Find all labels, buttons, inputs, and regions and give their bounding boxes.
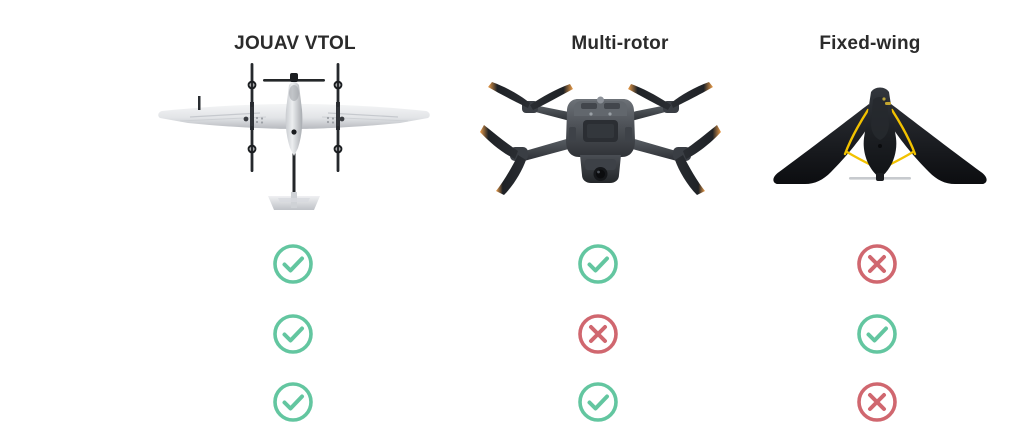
vtol-drone-illustration: [158, 63, 430, 210]
cross-circle-icon: [857, 244, 897, 284]
check-circle-icon: [578, 244, 618, 284]
check-circle-icon: [857, 314, 897, 354]
check-circle-icon: [273, 382, 313, 422]
column-header-jouav-vtol: JOUAV VTOL: [234, 33, 356, 54]
status-cell-r2-fixed-wing: [855, 312, 899, 356]
product-image-jouav-vtol: [150, 60, 440, 230]
cross-circle-icon: [857, 382, 897, 422]
product-image-row: [0, 60, 1024, 230]
column-header-row: JOUAV VTOL Multi-rotor Fixed-wing: [0, 30, 1024, 58]
fixed-wing-drone-illustration: [773, 87, 987, 184]
status-cell-r3-fixed-wing: [855, 380, 899, 424]
status-cell-r2-jouav-vtol: [271, 312, 315, 356]
check-circle-icon: [273, 314, 313, 354]
check-circle-icon: [273, 244, 313, 284]
status-cell-r2-multi-rotor: [576, 312, 620, 356]
status-row-1: [0, 242, 1024, 286]
column-header-fixed-wing: Fixed-wing: [819, 33, 921, 54]
status-cell-r1-fixed-wing: [855, 242, 899, 286]
status-cell-r1-jouav-vtol: [271, 242, 315, 286]
status-cell-r3-multi-rotor: [576, 380, 620, 424]
check-circle-icon: [578, 382, 618, 422]
status-row-2: [0, 312, 1024, 356]
product-image-multi-rotor: [478, 60, 723, 230]
column-header-multi-rotor: Multi-rotor: [571, 33, 669, 54]
status-cell-r1-multi-rotor: [576, 242, 620, 286]
status-cell-r3-jouav-vtol: [271, 380, 315, 424]
product-image-fixed-wing: [765, 60, 995, 230]
feature-status-grid: [0, 232, 1024, 442]
status-row-3: [0, 380, 1024, 424]
multirotor-drone-illustration: [480, 82, 721, 195]
cross-circle-icon: [578, 314, 618, 354]
